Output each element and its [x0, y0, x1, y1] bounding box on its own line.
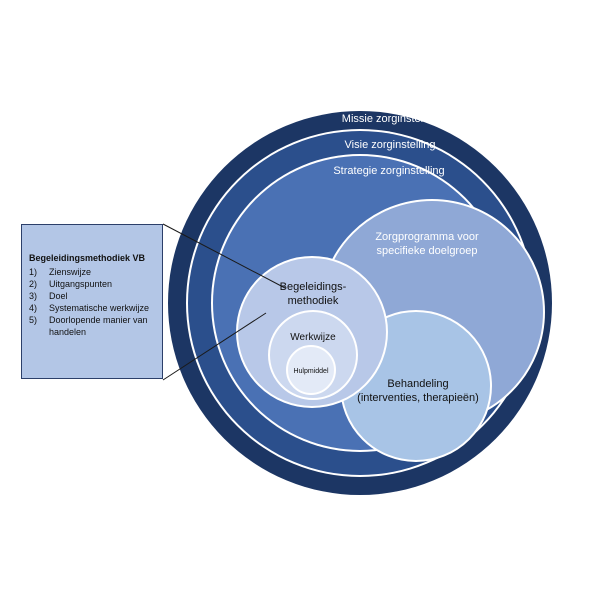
treatment-label-line1: Behandeling: [387, 378, 448, 390]
callout-item-text: Zienswijze: [49, 267, 92, 277]
callout-item-text: Doorlopende manier van handelen: [49, 315, 148, 337]
care-program-label-line2: specifieke doelgroep: [377, 245, 478, 257]
callout-title: Begeleidingsmethodiek VB: [29, 253, 146, 263]
callout-list: 1) Zienswijze 2) Uitgangspunten 3) Doel …: [29, 266, 156, 338]
callout-list-item: 3) Doel: [29, 290, 156, 302]
callout-item-text: Uitgangspunten: [49, 279, 113, 289]
callout-connector-top: [162, 223, 286, 289]
treatment-label-line2: (interventies, therapieën): [357, 392, 479, 404]
callout-item-number: 5): [29, 315, 38, 325]
mission-label: Missie zorginstelling: [342, 113, 440, 125]
aid-circle: [286, 345, 336, 395]
callout-list-item: 4) Systematische werkwijze: [29, 302, 156, 314]
callout-item-number: 3): [29, 291, 38, 301]
callout-item-number: 2): [29, 279, 38, 289]
care-program-label-line1: Zorgprogramma voor: [375, 231, 479, 243]
way-of-working-label: Werkwijze: [290, 332, 336, 343]
callout-list-item: 2) Uitgangspunten: [29, 278, 156, 290]
callout-list-item: 5) Doorlopende manier van handelen: [29, 314, 156, 338]
callout-item-number: 4): [29, 303, 38, 313]
vision-label: Visie zorginstelling: [345, 139, 436, 151]
callout-item-number: 1): [29, 267, 38, 277]
callout-item-text: Doel: [49, 291, 68, 301]
callout-connector-bottom: [162, 312, 267, 381]
strategy-label: Strategie zorginstelling: [333, 165, 444, 177]
method-callout-box: Begeleidingsmethodiek VB 1) Zienswijze 2…: [21, 224, 163, 379]
method-label-line2: methodiek: [288, 295, 339, 307]
aid-label: Hulpmiddel: [293, 368, 328, 375]
method-label-line1: Begeleidings-: [280, 281, 347, 293]
callout-item-text: Systematische werkwijze: [49, 303, 150, 313]
callout-list-item: 1) Zienswijze: [29, 266, 156, 278]
